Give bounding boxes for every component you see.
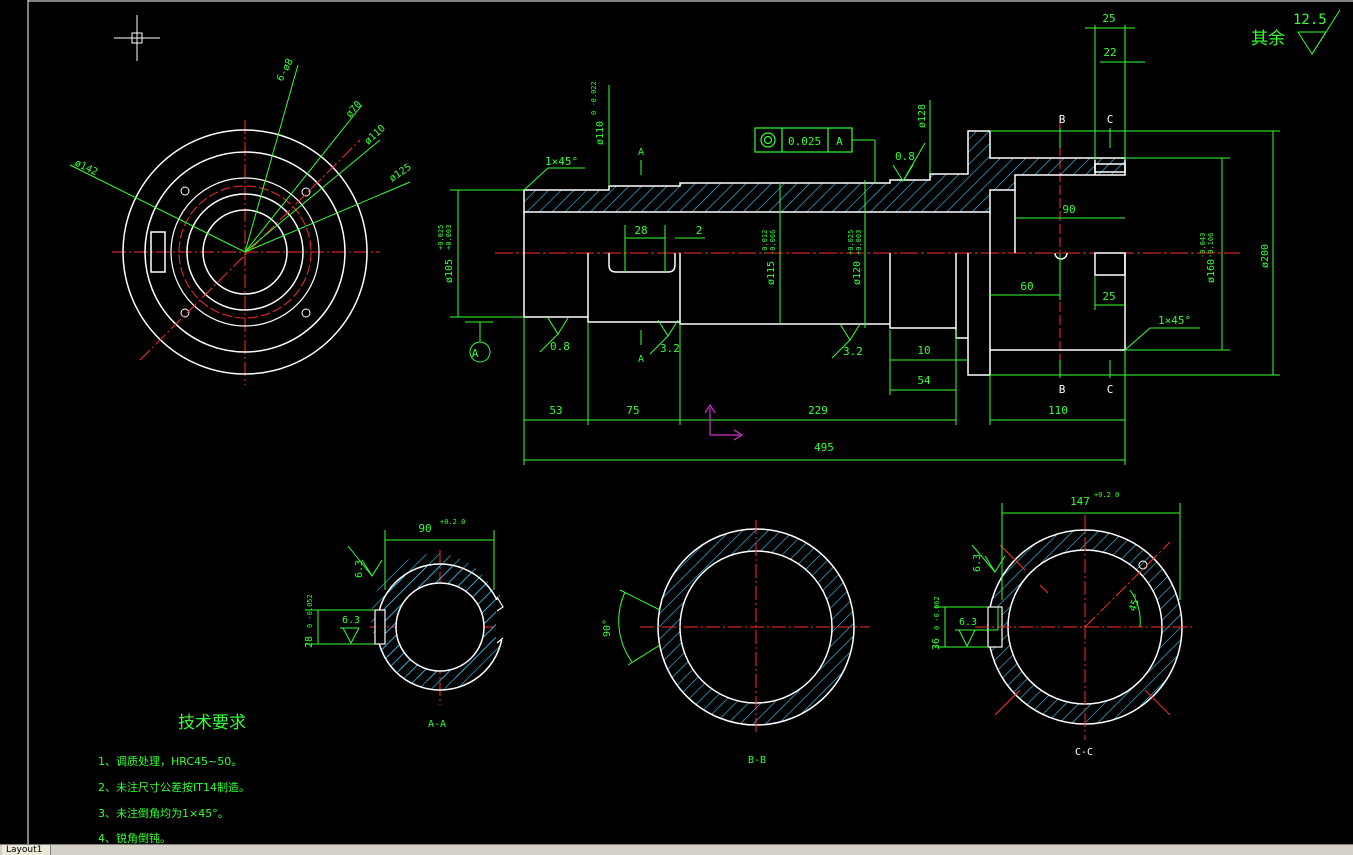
dim-d105: ø105: [444, 259, 455, 283]
roughness-1: 0.8: [550, 340, 570, 353]
cut-mark-c-top: C: [1107, 113, 1114, 126]
bb-angle: 90°: [602, 619, 613, 637]
section-aa: 90 +0.2 0 28 0 -0.052 6.3 6.3 A-A: [304, 518, 516, 730]
bb-label: B-B: [748, 755, 766, 766]
section-cc: 147 +0.2 0 36 0 -0.062 6.3 6.3 45° C-C: [931, 491, 1195, 758]
tab-layout1[interactable]: Layout1: [2, 845, 52, 855]
dim-d125: ø125: [388, 162, 414, 185]
dim-25-lower: 25: [1102, 290, 1115, 303]
aa-key: 28: [304, 636, 315, 648]
end-view: ø142 6-ø8 ø70 ø110 ø125: [69, 57, 414, 385]
chamfer-right: 1×45°: [1158, 314, 1191, 327]
section-bb: 90° B-B: [602, 520, 870, 766]
cut-mark-c-bottom: C: [1107, 383, 1114, 396]
tech-req-item-1: 1、调质处理，HRC45~50。: [98, 755, 242, 768]
crosshair-cursor: [114, 15, 160, 61]
roughness-default-value: 12.5: [1293, 12, 1327, 28]
tech-req-item-3: 3、未注倒角均为1×45°。: [98, 806, 229, 820]
dim-28: 28: [634, 224, 647, 237]
dim-110: 110: [1048, 404, 1068, 417]
roughness-4: 3.2: [843, 345, 863, 358]
dim-d105-tol-up: +0.025: [437, 225, 445, 250]
dim-53: 53: [549, 404, 562, 417]
cut-mark-b-bottom: B: [1059, 383, 1066, 396]
cut-mark-b-top: B: [1059, 113, 1066, 126]
tech-req-item-4: 4、锐角倒钝。: [98, 831, 171, 844]
aa-width-tol: +0.2 0: [440, 518, 465, 526]
layout-tab-bar: Layout1: [0, 844, 1353, 855]
dim-d160-tol-up: -0.043: [1199, 233, 1207, 258]
tech-requirements: 技术要求 1、调质处理，HRC45~50。 2、未注尺寸公差按IT14制造。 3…: [98, 713, 250, 844]
datum-a: A: [472, 347, 479, 360]
cut-mark-a-top: A: [638, 147, 644, 158]
tolerance-datum: A: [836, 135, 843, 148]
tolerance-value: 0.025: [788, 135, 821, 148]
dim-d110: ø110: [595, 121, 606, 145]
cut-mark-a-bottom: A: [638, 354, 644, 365]
dim-d200: ø200: [1260, 244, 1271, 268]
dim-22: 22: [1103, 46, 1116, 59]
dim-10: 10: [917, 344, 930, 357]
dim-d110-tol: 0 -0.022: [590, 81, 598, 115]
aa-key-tol: 0 -0.052: [306, 594, 314, 628]
dim-54: 54: [917, 374, 931, 387]
dim-229: 229: [808, 404, 828, 417]
tech-req-title: 技术要求: [178, 713, 246, 733]
chamfer-left: 1×45°: [545, 155, 578, 168]
dim-90: 90: [1062, 203, 1075, 216]
cc-roughness-1: 6.3: [972, 554, 983, 572]
main-view: 0.025 A A 1×45° 1×45° 0.8 0.8 3.2 3.2 A …: [437, 9, 1341, 465]
aa-width: 90: [418, 522, 431, 535]
roughness-3: 3.2: [660, 342, 680, 355]
dim-d115-tol-up: -0.012: [761, 230, 769, 255]
cc-width-tol: +0.2 0: [1094, 491, 1119, 499]
ucs-icon: [704, 403, 744, 441]
tech-req-item-2: 2、未注尺寸公差按IT14制造。: [98, 780, 250, 794]
aa-roughness-2: 6.3: [342, 615, 360, 626]
dim-60: 60: [1020, 280, 1033, 293]
dim-d105-tol-dn: +0.003: [445, 225, 453, 250]
aa-roughness-1: 6.3: [354, 560, 365, 578]
cc-label: C-C: [1075, 747, 1093, 758]
dim-d70: ø70: [344, 99, 364, 120]
dim-d120: ø120: [852, 261, 863, 285]
dim-d115-tol-dn: -0.066: [769, 230, 777, 255]
dim-d120-tol-up: +0.025: [847, 230, 855, 255]
dim-d128: ø128: [917, 104, 928, 128]
dim-d115: ø115: [766, 261, 777, 285]
dim-d160-tol-dn: -0.106: [1207, 233, 1215, 258]
cc-roughness-2: 6.3: [959, 617, 977, 628]
dim-25-top: 25: [1102, 12, 1115, 25]
cc-width: 147: [1070, 495, 1090, 508]
dim-d160: ø160: [1206, 259, 1217, 283]
cc-key-tol: 0 -0.062: [933, 596, 941, 630]
dim-d120-tol-dn: +0.003: [855, 230, 863, 255]
dim-2: 2: [696, 224, 703, 237]
aa-label: A-A: [428, 719, 446, 730]
roughness-default-prefix: 其余: [1251, 29, 1285, 49]
roughness-2: 0.8: [895, 150, 915, 163]
dim-holes: 6-ø8: [275, 57, 296, 83]
tolerance-frame: [754, 127, 853, 153]
dim-75: 75: [626, 404, 639, 417]
cc-key: 36: [931, 638, 942, 650]
dim-d142: ø142: [73, 158, 99, 178]
dim-495: 495: [814, 441, 834, 454]
